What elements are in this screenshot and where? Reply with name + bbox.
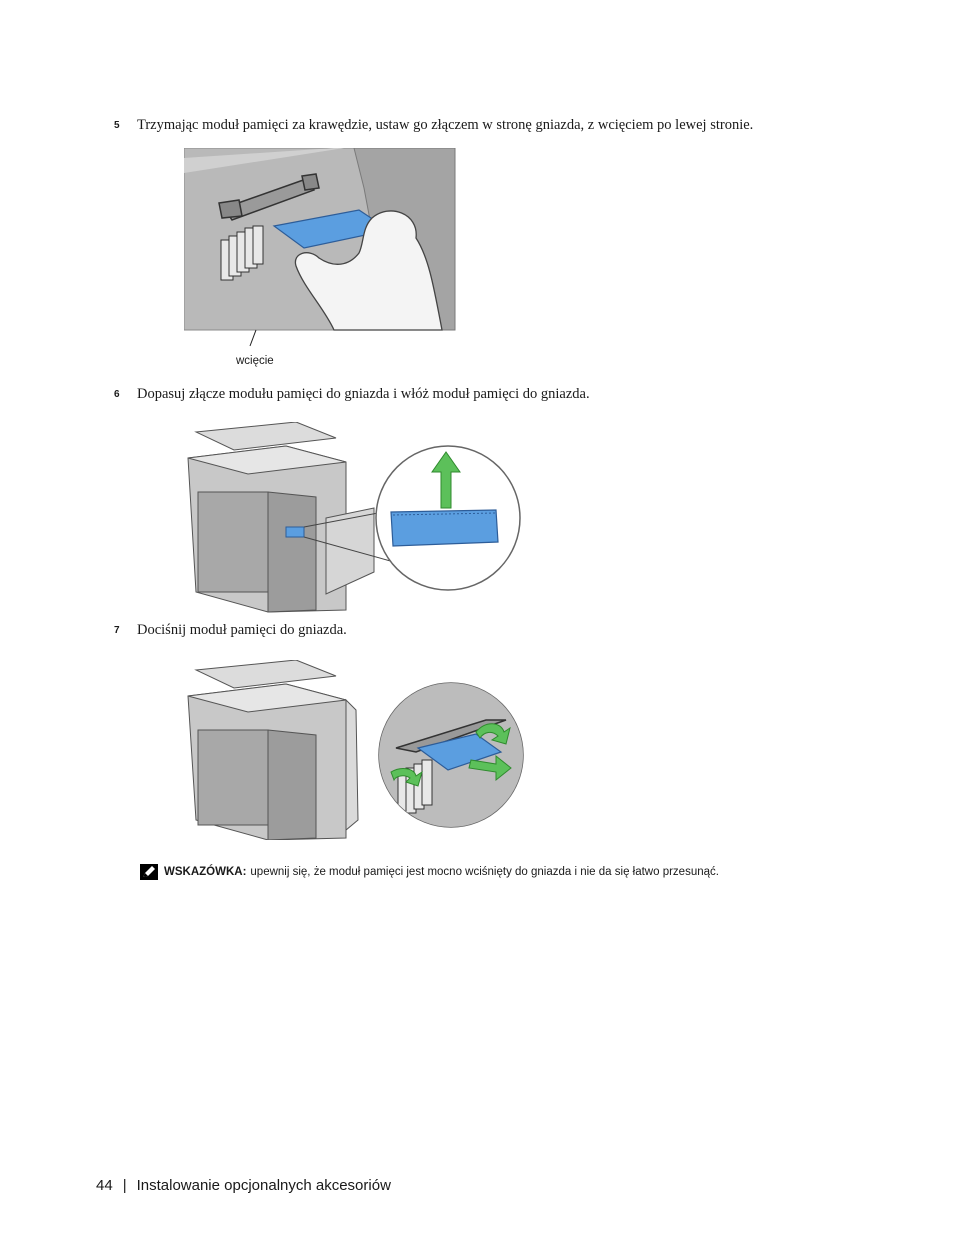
note-label: WSKAZÓWKA:: [164, 866, 247, 878]
step-number: 7: [114, 625, 120, 636]
step-text: Dopasuj złącze modułu pamięci do gniazda…: [137, 386, 590, 402]
section-title: Instalowanie opcjonalnych akcesoriów: [136, 1177, 391, 1194]
figure-insert-module: [187, 422, 521, 613]
pencil-note-icon: [140, 864, 158, 880]
page-footer: 44 | Instalowanie opcjonalnych akcesoriów: [96, 1177, 391, 1194]
figure-hand-holding-module: [184, 148, 456, 347]
step-6: 6 Dopasuj złącze modułu pamięci do gniaz…: [114, 386, 590, 403]
step-number: 5: [114, 120, 120, 131]
step-number: 6: [114, 389, 120, 400]
note: WSKAZÓWKA: upewnij się, że moduł pamięci…: [140, 864, 719, 880]
step-text: Trzymając moduł pamięci za krawędzie, us…: [137, 117, 754, 133]
footer-separator: |: [122, 1177, 127, 1194]
note-text: upewnij się, że moduł pamięci jest mocno…: [250, 866, 719, 878]
figure-caption-notch: wcięcie: [236, 355, 274, 367]
step-text: Dociśnij moduł pamięci do gniazda.: [137, 622, 347, 638]
page-number: 44: [96, 1177, 113, 1194]
figure-press-module: [187, 660, 524, 840]
step-7: 7 Dociśnij moduł pamięci do gniazda.: [114, 622, 347, 639]
step-5: 5 Trzymając moduł pamięci za krawędzie, …: [114, 117, 753, 134]
